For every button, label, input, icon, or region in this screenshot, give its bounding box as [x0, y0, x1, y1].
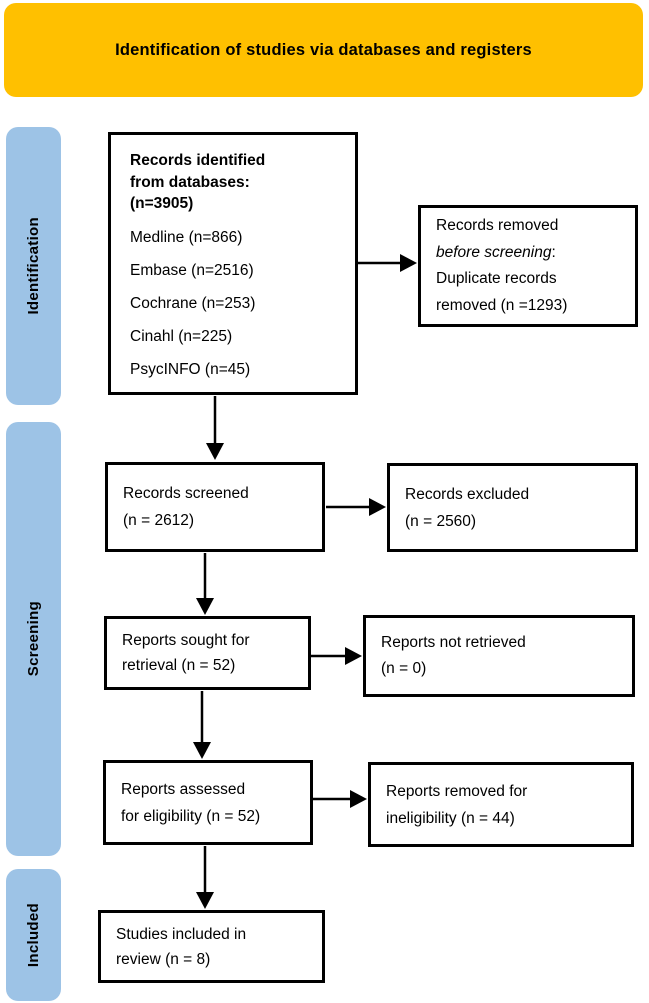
arrow-identified-to-screened — [206, 396, 224, 460]
stage-bar-screening: Screening — [6, 422, 61, 856]
stage-bar-identification: Identification — [6, 127, 61, 405]
stage-bar-included: Included — [6, 869, 61, 1001]
before-screening-italic: before screening — [436, 243, 552, 261]
box-reports-removed-ineligibility: Reports removed for ineligibility (n = 4… — [368, 762, 634, 847]
database-count-psycinfo: PsycINFO (n=45) — [130, 360, 251, 378]
stage-label-identification: Identification — [25, 217, 42, 315]
database-count-medline: Medline (n=866) — [130, 228, 243, 246]
records-identified-heading: Records identified from databases: (n=39… — [130, 152, 266, 212]
database-count-cochrane: Cochrane (n=253) — [130, 294, 256, 312]
arrow-assessed-to-removed-ineligibility — [313, 790, 367, 808]
diagram-title: Identification of studies via databases … — [115, 40, 532, 59]
box-reports-sought: Reports sought for retrieval (n = 52) — [104, 616, 311, 690]
box-records-excluded: Records excluded (n = 2560) — [387, 463, 638, 552]
arrow-screened-to-sought — [196, 553, 214, 615]
arrow-identified-to-removed — [358, 254, 417, 272]
box-studies-included: Studies included in review (n = 8) — [98, 910, 325, 983]
arrow-screened-to-excluded — [326, 498, 386, 516]
box-records-identified: Records identified from databases: (n=39… — [108, 132, 358, 395]
database-count-cinahl: Cinahl (n=225) — [130, 327, 233, 345]
box-records-removed-before-screening: Records removed before screening: Duplic… — [418, 205, 638, 327]
arrow-assessed-to-included — [196, 846, 214, 909]
diagram-title-banner: Identification of studies via databases … — [4, 3, 643, 97]
arrow-sought-to-assessed — [193, 691, 211, 759]
box-reports-assessed: Reports assessed for eligibility (n = 52… — [103, 760, 313, 845]
database-count-embase: Embase (n=2516) — [130, 261, 254, 279]
arrow-sought-to-not-retrieved — [311, 647, 362, 665]
box-records-screened: Records screened (n = 2612) — [105, 462, 325, 552]
box-reports-not-retrieved: Reports not retrieved (n = 0) — [363, 615, 635, 697]
stage-label-included: Included — [25, 902, 42, 968]
stage-label-screening: Screening — [25, 601, 42, 677]
